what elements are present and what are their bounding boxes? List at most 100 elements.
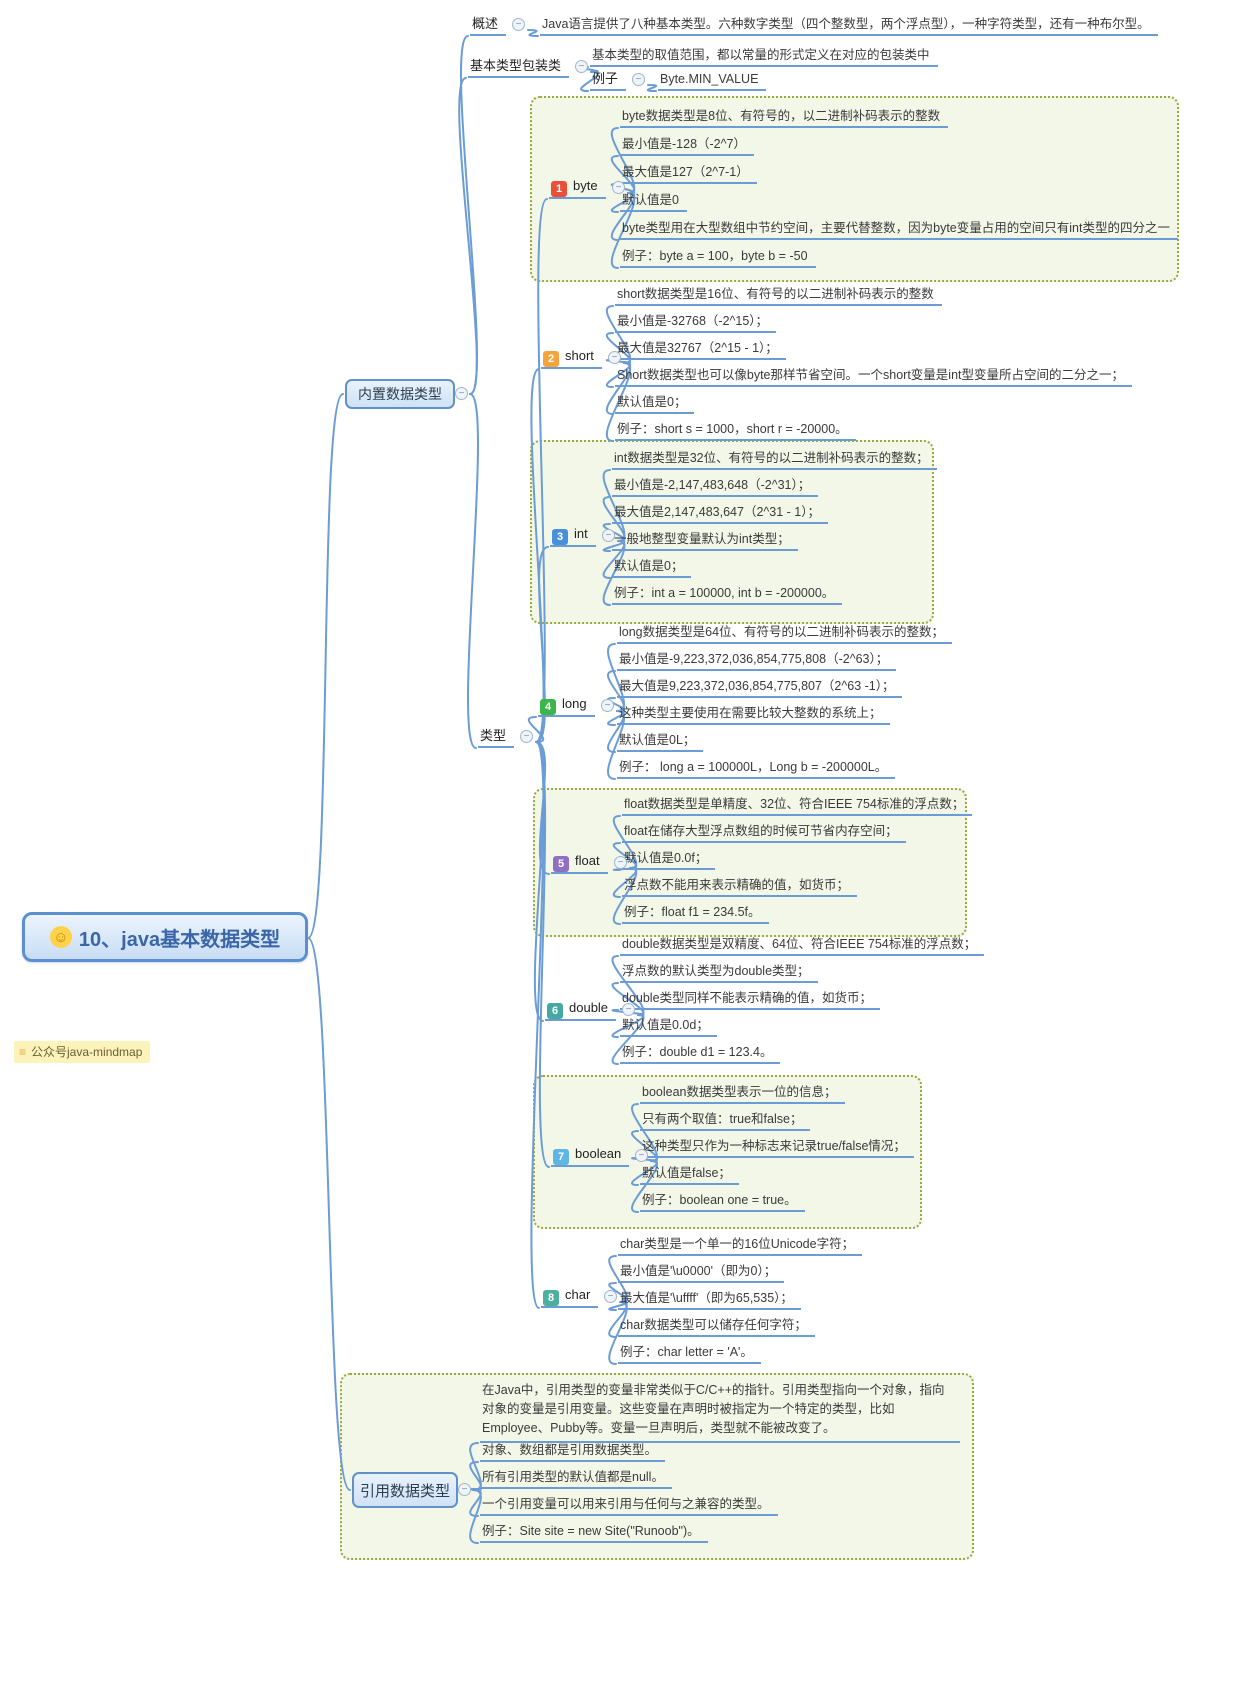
detail-row[interactable]: 例子：int a = 100000, int b = -200000。: [612, 583, 843, 605]
detail-row[interactable]: 默认值是0；: [612, 556, 692, 578]
type-int[interactable]: 3 int: [550, 524, 596, 547]
reference-intro[interactable]: 在Java中，引用类型的变量非常类似于C/C++的指针。引用类型指向一个对象，指…: [480, 1381, 960, 1443]
type-name: byte: [573, 178, 598, 193]
detail-row[interactable]: 例子：byte a = 100，byte b = -50: [620, 246, 816, 268]
collapse-icon[interactable]: −: [455, 387, 468, 400]
type-name: int: [574, 526, 588, 541]
detail-row[interactable]: 例子：char letter = 'A'。: [618, 1342, 761, 1364]
detail-row[interactable]: 这种类型只作为一种标志来记录true/false情况；: [640, 1136, 914, 1158]
type-char[interactable]: 8 char: [541, 1285, 599, 1308]
detail-row[interactable]: 默认值是false；: [640, 1163, 739, 1185]
detail-row[interactable]: boolean数据类型表示一位的信息；: [640, 1082, 845, 1104]
detail-row[interactable]: 最小值是-32768（-2^15）；: [615, 311, 777, 333]
detail-row[interactable]: int数据类型是32位、有符号的以二进制补码表示的整数；: [612, 448, 937, 470]
detail-row[interactable]: 默认值是0；: [615, 392, 695, 414]
branch-builtin-label: 内置数据类型: [358, 386, 442, 402]
priority-badge: 7: [553, 1149, 569, 1165]
priority-badge: 3: [552, 529, 568, 545]
detail-row[interactable]: 默认值是0.0f；: [622, 848, 716, 870]
detail-row[interactable]: byte数据类型是8位、有符号的，以二进制补码表示的整数: [620, 106, 949, 128]
detail-row[interactable]: 最小值是-2,147,483,648（-2^31）；: [612, 475, 819, 497]
detail-row[interactable]: 例子： long a = 100000L，Long b = -200000L。: [617, 757, 896, 779]
detail-row[interactable]: double数据类型是双精度、64位、符合IEEE 754标准的浮点数；: [620, 934, 985, 956]
detail-row[interactable]: 最小值是'\u0000'（即为0）；: [618, 1261, 785, 1283]
detail-row[interactable]: short数据类型是16位、有符号的以二进制补码表示的整数: [615, 284, 942, 306]
topic-types[interactable]: 类型: [478, 726, 515, 748]
detail-row[interactable]: 最大值是'\uffff'（即为65,535）；: [618, 1288, 801, 1310]
watermark-note: ≡ 公众号java-mindmap: [14, 1041, 151, 1063]
detail-row[interactable]: 这种类型主要使用在需要比较大整数的系统上；: [617, 703, 890, 725]
detail-row[interactable]: 例子：double d1 = 123.4。: [620, 1042, 781, 1064]
list-icon: ≡: [19, 1045, 27, 1059]
detail-row[interactable]: 浮点数不能用来表示精确的值，如货币；: [622, 875, 858, 897]
note-label: 公众号java-mindmap: [31, 1045, 143, 1059]
reference-detail-row[interactable]: 所有引用类型的默认值都是null。: [480, 1467, 672, 1489]
detail-row[interactable]: byte类型用在大型数组中节约空间，主要代替整数，因为byte变量占用的空间只有…: [620, 218, 1178, 240]
collapse-icon[interactable]: −: [458, 1483, 471, 1496]
collapse-icon[interactable]: −: [604, 1290, 617, 1303]
detail-row[interactable]: 只有两个取值：true和false；: [640, 1109, 811, 1131]
boundary-reference: [340, 1373, 974, 1560]
collapse-icon[interactable]: −: [608, 351, 621, 364]
type-boolean[interactable]: 7 boolean: [551, 1144, 630, 1167]
topic-overview[interactable]: 概述: [470, 14, 507, 36]
collapse-icon[interactable]: −: [622, 1003, 635, 1016]
detail-row[interactable]: 默认值是0L；: [617, 730, 704, 752]
reference-detail-row[interactable]: 对象、数组都是引用数据类型。: [480, 1440, 666, 1462]
detail-row[interactable]: 默认值是0: [620, 190, 687, 212]
collapse-icon[interactable]: −: [520, 730, 533, 743]
root-topic[interactable]: ☺ 10、java基本数据类型: [22, 912, 308, 962]
collapse-icon[interactable]: −: [602, 529, 615, 542]
detail-row[interactable]: 浮点数的默认类型为double类型；: [620, 961, 818, 983]
type-name: char: [565, 1287, 591, 1302]
priority-badge: 5: [553, 856, 569, 872]
reference-detail-row[interactable]: 例子：Site site = new Site("Runoob")。: [480, 1521, 708, 1543]
collapse-icon[interactable]: −: [575, 60, 588, 73]
detail-row[interactable]: 最大值是32767（2^15 - 1）；: [615, 338, 786, 360]
branch-reference-types[interactable]: 引用数据类型: [352, 1472, 458, 1508]
detail-row[interactable]: long数据类型是64位、有符号的以二进制补码表示的整数；: [617, 622, 953, 644]
overview-text[interactable]: Java语言提供了八种基本类型。六种数字类型（四个整数型，两个浮点型），一种字符…: [540, 14, 1158, 36]
collapse-icon[interactable]: −: [614, 856, 627, 869]
detail-row[interactable]: 最小值是-128（-2^7）: [620, 134, 754, 156]
smiley-icon: ☺: [49, 926, 72, 948]
example-label[interactable]: 例子: [590, 69, 627, 91]
detail-row[interactable]: 例子：float f1 = 234.5f。: [622, 902, 769, 924]
detail-row[interactable]: char数据类型可以储存任何字符；: [618, 1315, 815, 1337]
type-name: boolean: [575, 1146, 622, 1161]
boundary-int: [530, 440, 934, 624]
detail-row[interactable]: double类型同样不能表示精确的值，如货币；: [620, 988, 881, 1010]
priority-badge: 8: [543, 1290, 559, 1306]
detail-row[interactable]: 一般地整型变量默认为int类型；: [612, 529, 798, 551]
detail-row[interactable]: char类型是一个单一的16位Unicode字符；: [618, 1234, 863, 1256]
priority-badge: 2: [543, 351, 559, 367]
detail-row[interactable]: Short数据类型也可以像byte那样节省空间。一个short变量是int型变量…: [615, 365, 1132, 387]
collapse-icon[interactable]: −: [632, 73, 645, 86]
detail-row[interactable]: 默认值是0.0d；: [620, 1015, 717, 1037]
detail-row[interactable]: 最大值是2,147,483,647（2^31 - 1）；: [612, 502, 828, 524]
example-value[interactable]: Byte.MIN_VALUE: [658, 69, 767, 91]
detail-row[interactable]: 最小值是-9,223,372,036,854,775,808（-2^63）；: [617, 649, 897, 671]
reference-detail-row[interactable]: 一个引用变量可以用来引用与任何与之兼容的类型。: [480, 1494, 778, 1516]
collapse-icon[interactable]: −: [601, 699, 614, 712]
collapse-icon[interactable]: −: [612, 181, 625, 194]
detail-row[interactable]: 最大值是127（2^7-1）: [620, 162, 757, 184]
boundary-float: [533, 788, 967, 937]
detail-row[interactable]: float在储存大型浮点数组的时候可节省内存空间；: [622, 821, 906, 843]
branch-builtin-types[interactable]: 内置数据类型: [345, 379, 455, 409]
detail-row[interactable]: float数据类型是单精度、32位、符合IEEE 754标准的浮点数；: [622, 794, 973, 816]
topic-wrapper-class[interactable]: 基本类型包装类: [468, 56, 570, 78]
detail-row[interactable]: 最大值是9,223,372,036,854,775,807（2^63 -1）；: [617, 676, 903, 698]
collapse-icon[interactable]: −: [512, 18, 525, 31]
type-name: long: [562, 696, 587, 711]
detail-row[interactable]: 例子：boolean one = true。: [640, 1190, 805, 1212]
collapse-icon[interactable]: −: [635, 1149, 648, 1162]
wrapper-text[interactable]: 基本类型的取值范围，都以常量的形式定义在对应的包装类中: [590, 45, 938, 67]
detail-row[interactable]: 例子：short s = 1000，short r = -20000。: [615, 419, 856, 441]
